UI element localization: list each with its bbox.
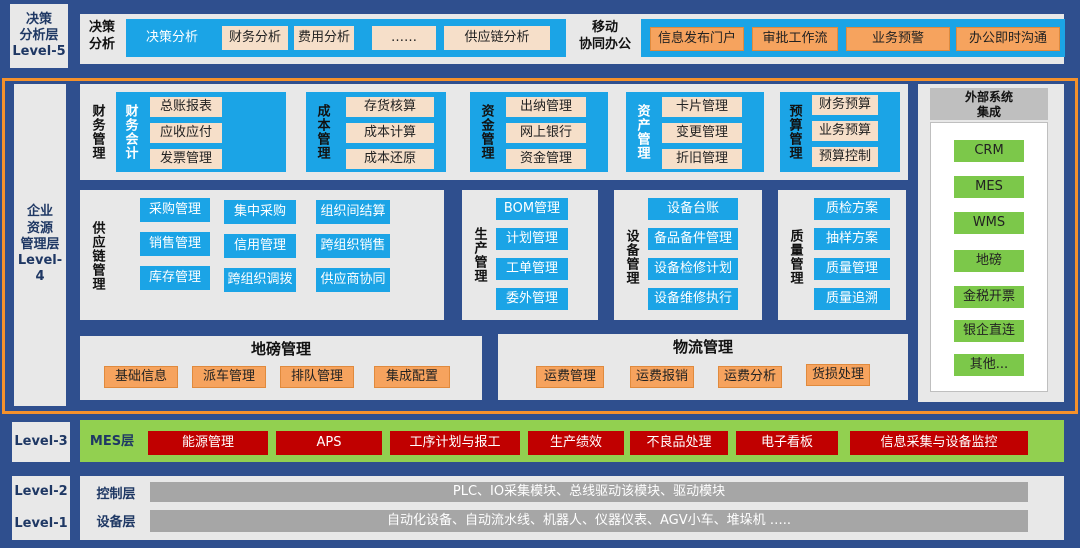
- equipment-item-ledger[interactable]: 设备台账: [648, 198, 738, 220]
- decision-item-expense[interactable]: 费用分析: [294, 26, 354, 50]
- finance-item-costcalc[interactable]: 成本计算: [346, 123, 434, 143]
- supply-item-credit[interactable]: 信用管理: [224, 234, 296, 258]
- finance-item-cashier[interactable]: 出纳管理: [506, 97, 586, 117]
- finance-item-depreciation[interactable]: 折旧管理: [662, 149, 742, 169]
- production-item-bom[interactable]: BOM管理: [496, 198, 568, 220]
- mes-title: MES层: [89, 433, 135, 449]
- level-4-label: 企业 资源 管理层 Level-4: [14, 84, 66, 406]
- production-item-plan[interactable]: 计划管理: [496, 228, 568, 250]
- logistics-item-analysis[interactable]: 运费分析: [718, 366, 782, 388]
- device-bar: 自动化设备、自动流水线、机器人、仪器仪表、AGV小车、堆垛机 …..: [150, 510, 1028, 532]
- equipment-item-maint-plan[interactable]: 设备检修计划: [648, 258, 738, 280]
- supply-item-supplier[interactable]: 供应商协同: [316, 268, 390, 292]
- supply-item-sales[interactable]: 销售管理: [140, 232, 210, 256]
- supply-title: 供应链管理: [89, 221, 105, 291]
- finance-item-inventory[interactable]: 存货核算: [346, 97, 434, 117]
- finance-group-budget-title: 预算管理: [786, 104, 802, 160]
- finance-group-fund-title: 资金管理: [478, 104, 494, 160]
- finance-item-costrestore[interactable]: 成本还原: [346, 149, 434, 169]
- quality-item-trace[interactable]: 质量追溯: [814, 288, 890, 310]
- logistics-item-reimburse[interactable]: 运费报销: [630, 366, 694, 388]
- level-2-1-label: Level-2 Level-1: [12, 476, 70, 540]
- logistics-item-freight[interactable]: 运费管理: [536, 366, 604, 388]
- mobile-item-warning[interactable]: 业务预警: [846, 27, 950, 51]
- external-item-weighbridge[interactable]: 地磅: [954, 250, 1024, 272]
- decision-title: 决策 分析: [88, 20, 115, 52]
- external-item-mes[interactable]: MES: [954, 176, 1024, 198]
- external-item-other[interactable]: 其他...: [954, 354, 1024, 376]
- finance-item-change[interactable]: 变更管理: [662, 123, 742, 143]
- finance-item-finbudget[interactable]: 财务预算: [812, 95, 878, 115]
- finance-item-ar-ap[interactable]: 应收应付: [150, 123, 222, 143]
- weighbridge-item-dispatch[interactable]: 派车管理: [192, 366, 266, 388]
- device-title: 设备层: [96, 514, 136, 530]
- finance-item-ebank[interactable]: 网上银行: [506, 123, 586, 143]
- equipment-item-spares[interactable]: 备品备件管理: [648, 228, 738, 250]
- external-item-crm[interactable]: CRM: [954, 140, 1024, 162]
- finance-item-card[interactable]: 卡片管理: [662, 97, 742, 117]
- supply-item-settlement[interactable]: 组织间结算: [316, 200, 390, 224]
- production-item-workorder[interactable]: 工单管理: [496, 258, 568, 280]
- mes-item-energy[interactable]: 能源管理: [148, 431, 268, 455]
- control-bar: PLC、IO采集模块、总线驱动该模块、驱动模块: [150, 482, 1028, 502]
- mes-item-process-report[interactable]: 工序计划与报工: [390, 431, 520, 455]
- equipment-title: 设备管理: [623, 229, 639, 285]
- quality-item-management[interactable]: 质量管理: [814, 258, 890, 280]
- level-5-label: 决策 分析层 Level-5: [10, 4, 68, 68]
- finance-item-fund[interactable]: 资金管理: [506, 149, 586, 169]
- decision-analysis-label: 决策分析: [145, 29, 198, 45]
- finance-item-budgetctrl[interactable]: 预算控制: [812, 147, 878, 167]
- weighbridge-item-config[interactable]: 集成配置: [374, 366, 450, 388]
- mobile-item-im[interactable]: 办公即时沟通: [956, 27, 1060, 51]
- production-title: 生产管理: [471, 227, 487, 283]
- mobile-office-title: 移动 协同办公: [578, 20, 631, 52]
- decision-item-supply[interactable]: 供应链分析: [444, 26, 550, 50]
- finance-group-cost-title: 成本管理: [314, 104, 330, 160]
- quality-item-sampling[interactable]: 抽样方案: [814, 228, 890, 250]
- decision-item-finance[interactable]: 财务分析: [222, 26, 288, 50]
- level-3-label: Level-3: [12, 422, 70, 462]
- weighbridge-item-queue[interactable]: 排队管理: [280, 366, 354, 388]
- supply-item-central-purchase[interactable]: 集中采购: [224, 200, 296, 224]
- mobile-item-workflow[interactable]: 审批工作流: [752, 27, 838, 51]
- weighbridge-item-basic[interactable]: 基础信息: [104, 366, 178, 388]
- mes-item-defect[interactable]: 不良品处理: [630, 431, 728, 455]
- finance-title: 财务管理: [89, 104, 105, 160]
- supply-item-cross-sales[interactable]: 跨组织销售: [316, 234, 390, 258]
- finance-item-bizbudget[interactable]: 业务预算: [812, 121, 878, 141]
- finance-group-asset-title: 资产管理: [634, 104, 650, 160]
- external-item-bank[interactable]: 银企直连: [954, 320, 1024, 342]
- logistics-title: 物流管理: [672, 338, 733, 356]
- control-title: 控制层: [96, 486, 136, 502]
- production-item-outsource[interactable]: 委外管理: [496, 288, 568, 310]
- mes-item-performance[interactable]: 生产绩效: [528, 431, 624, 455]
- finance-item-ledger[interactable]: 总账报表: [150, 97, 222, 117]
- supply-item-stock[interactable]: 库存管理: [140, 266, 210, 290]
- external-item-tax[interactable]: 金税开票: [954, 286, 1024, 308]
- mes-item-collection[interactable]: 信息采集与设备监控: [850, 431, 1028, 455]
- equipment-item-repair[interactable]: 设备维修执行: [648, 288, 738, 310]
- finance-group-accounting-title: 财务会计: [122, 104, 138, 160]
- mes-item-aps[interactable]: APS: [276, 431, 382, 455]
- decision-item-more[interactable]: ……: [372, 26, 436, 50]
- mobile-item-portal[interactable]: 信息发布门户: [650, 27, 744, 51]
- finance-item-invoice[interactable]: 发票管理: [150, 149, 222, 169]
- level-4-frame: [2, 78, 1078, 414]
- quality-title: 质量管理: [787, 229, 803, 285]
- external-title-box: 外部系统 集成: [930, 88, 1048, 120]
- supply-item-cross-transfer[interactable]: 跨组织调拨: [224, 268, 296, 292]
- supply-item-purchase[interactable]: 采购管理: [140, 198, 210, 222]
- mes-item-kanban[interactable]: 电子看板: [736, 431, 838, 455]
- external-item-wms[interactable]: WMS: [954, 212, 1024, 234]
- weighbridge-title: 地磅管理: [250, 340, 311, 358]
- logistics-item-damage[interactable]: 货损处理: [806, 364, 870, 386]
- quality-item-inspection[interactable]: 质检方案: [814, 198, 890, 220]
